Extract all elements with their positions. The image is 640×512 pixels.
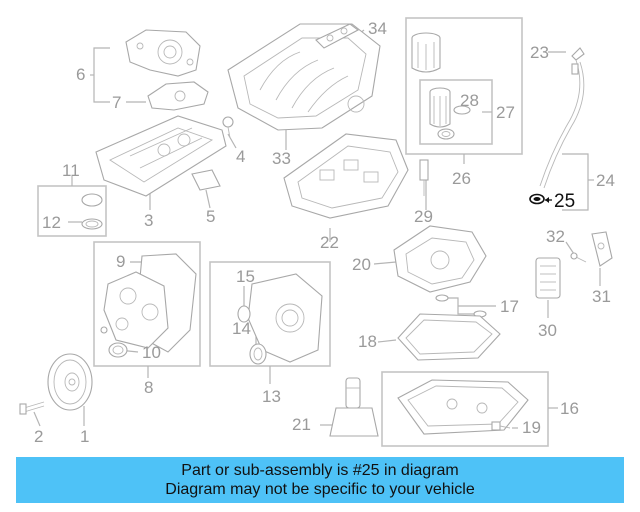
part-20-housing — [393, 225, 487, 293]
group-box-16 — [381, 371, 549, 447]
banner-line-1: Part or sub-assembly is #25 in diagram — [181, 462, 459, 479]
part-24-dipstick-tube — [539, 47, 585, 189]
callout-17: 17 — [500, 297, 519, 316]
callout-23: 23 — [530, 43, 549, 62]
callout-2: 2 — [34, 427, 43, 446]
part-14-seal — [249, 343, 267, 365]
part-22-housing — [283, 133, 409, 219]
callout-20: 20 — [352, 255, 371, 274]
part-6-cover — [125, 29, 201, 77]
callout-24: 24 — [596, 171, 615, 190]
part-26-oil-filter — [411, 32, 441, 73]
part-8-cover — [103, 271, 169, 349]
callout-labels: 1 2 3 4 5 6 7 8 9 10 11 12 13 14 15 16 1… — [34, 19, 615, 446]
group-box-8 — [93, 241, 201, 367]
callout-29: 29 — [414, 207, 433, 226]
parts-diagram: 1 2 3 4 5 6 7 8 9 10 11 12 13 14 15 16 1… — [19, 17, 615, 447]
callout-19: 19 — [522, 418, 541, 437]
callout-5: 5 — [206, 207, 215, 226]
callout-18: 18 — [358, 332, 377, 351]
part-19-drain-plug — [491, 421, 511, 431]
callout-15: 15 — [236, 267, 255, 286]
part-30-oil-cooler — [535, 257, 561, 299]
callout-30: 30 — [538, 321, 557, 340]
callout-13: 13 — [262, 387, 281, 406]
callout-33: 33 — [272, 149, 291, 168]
callout-14: 14 — [232, 319, 251, 338]
part-13-front-cover — [247, 273, 323, 363]
part-1-pulley — [47, 353, 93, 411]
callout-1: 1 — [80, 427, 89, 446]
part-5-bracket — [191, 169, 221, 191]
callout-16: 16 — [560, 399, 579, 418]
part-12-cap — [81, 193, 103, 230]
part-28-o-rings — [437, 105, 471, 140]
callout-34: 34 — [368, 19, 387, 38]
part-15-seal — [237, 305, 251, 323]
callout-26: 26 — [452, 169, 471, 188]
part-31-bracket — [591, 231, 613, 267]
part-33-intake-manifold — [227, 23, 381, 131]
callout-32: 32 — [546, 227, 565, 246]
part-29-sensor — [419, 159, 429, 196]
callout-8: 8 — [144, 378, 153, 397]
part-34-gasket — [315, 23, 360, 49]
info-banner: Part or sub-assembly is #25 in diagram D… — [16, 457, 624, 503]
callout-22: 22 — [320, 233, 339, 252]
callout-3: 3 — [144, 211, 153, 230]
part-25-seal-highlighted — [529, 193, 552, 205]
callout-31: 31 — [592, 287, 611, 306]
part-27-filter-element — [429, 87, 451, 128]
callout-11: 11 — [62, 161, 80, 180]
part-3-valve-cover — [95, 115, 227, 197]
part-7-gasket — [147, 81, 209, 111]
callout-28: 28 — [460, 91, 479, 110]
part-21-sensor — [329, 377, 379, 437]
part-18-gasket — [397, 313, 501, 361]
callout-7: 7 — [112, 93, 121, 112]
part-2-bolt — [19, 401, 45, 415]
callout-25: 25 — [554, 191, 575, 212]
part-32-bolt — [570, 252, 587, 263]
callout-27: 27 — [496, 103, 515, 122]
callout-12: 12 — [42, 213, 61, 232]
callout-4: 4 — [236, 147, 245, 166]
callout-6: 6 — [76, 65, 85, 84]
callout-21: 21 — [292, 415, 311, 434]
part-17-gaskets — [435, 294, 487, 318]
callout-9: 9 — [116, 252, 125, 271]
part-4-bolt — [222, 116, 234, 139]
part-16-oil-pan — [397, 379, 529, 435]
banner-line-2: Diagram may not be specific to your vehi… — [165, 481, 475, 498]
callout-10: 10 — [142, 343, 161, 362]
part-10-seal — [100, 326, 128, 358]
